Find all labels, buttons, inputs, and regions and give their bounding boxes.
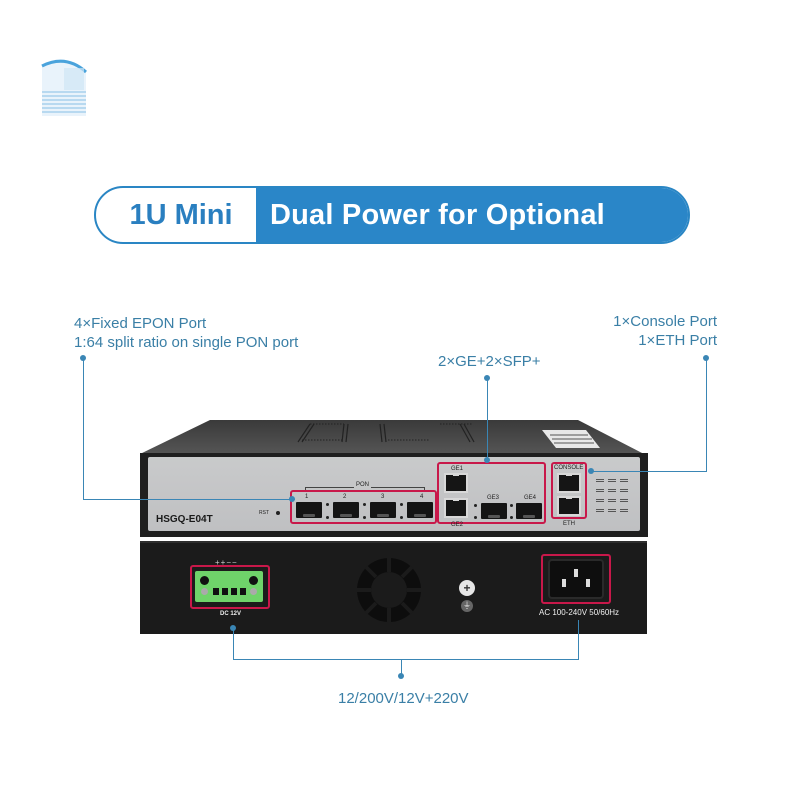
ge3-sfp-port[interactable] (481, 503, 507, 519)
ge4-label: GE4 (524, 495, 537, 501)
pon-led (326, 516, 329, 519)
pon-callout-line (83, 499, 295, 500)
ge3-label: GE3 (487, 495, 500, 501)
brand-logo-icon (41, 59, 88, 116)
callout-dot (703, 355, 709, 361)
pon-port-label-4: 4 (420, 494, 424, 500)
eth-label: ETH (563, 521, 575, 527)
uplink-ports-highlight (437, 462, 546, 524)
ground-symbol-icon: ⏚ (461, 600, 473, 612)
reset-button[interactable] (276, 511, 280, 515)
eth-port[interactable] (557, 496, 581, 516)
power-callout-line (233, 659, 579, 660)
console-callout-line (706, 358, 707, 472)
pon-ports-highlight (290, 490, 437, 524)
uplink-annotation: 2×GE+2×SFP+ (438, 353, 541, 370)
rst-label: RST (259, 510, 269, 516)
callout-dot (80, 355, 86, 361)
console-ports-highlight (551, 462, 587, 519)
ge2-port[interactable] (444, 498, 468, 518)
grounding-screw-icon: + (459, 580, 475, 596)
callout-dot (230, 625, 236, 631)
console-annotation: 1×Console Port 1×ETH Port (613, 312, 717, 350)
callout-dot (398, 673, 404, 679)
dc-input-highlight (190, 565, 270, 609)
ac-power-socket[interactable] (548, 559, 604, 599)
power-callout-line (578, 620, 579, 659)
dc-polarity-label: ++−− (215, 558, 238, 567)
uplink-led (510, 504, 513, 507)
pon-annotation-line1: 4×Fixed EPON Port (74, 315, 207, 332)
model-label: HSGQ-E04T (156, 514, 213, 525)
power-callout-line (233, 627, 234, 659)
ge4-sfp-port[interactable] (516, 503, 542, 519)
ac-input-highlight (541, 554, 611, 604)
pon-port-annotation: 4×Fixed EPON Port 1:64 split ratio on si… (74, 314, 298, 352)
uplink-callout-line (487, 378, 488, 462)
console-label: CONSOLE (554, 465, 584, 471)
pon-port-2[interactable] (333, 502, 359, 518)
ge1-label: GE1 (451, 466, 464, 472)
pon-port-1[interactable] (296, 502, 322, 518)
pon-port-3[interactable] (370, 502, 396, 518)
pon-port-label-3: 3 (381, 494, 385, 500)
pon-port-label-1: 1 (305, 494, 309, 500)
console-annotation-line2: 1×ETH Port (638, 332, 717, 349)
pon-group-label: PON (354, 482, 372, 488)
pon-port-4[interactable] (407, 502, 433, 518)
power-annotation: 12/200V/12V+220V (338, 690, 469, 707)
banner-form-factor: 1U Mini (129, 198, 233, 231)
status-led-panel (596, 479, 632, 519)
console-port[interactable] (557, 473, 581, 493)
pon-led (363, 516, 366, 519)
fan-vent-icon (357, 558, 421, 622)
uplink-led (474, 516, 477, 519)
pon-callout-line (83, 358, 84, 500)
pon-led (400, 503, 403, 506)
uplink-led (474, 504, 477, 507)
pon-led (363, 503, 366, 506)
dc-input-label: DC 12V (220, 611, 242, 617)
title-banner: 1U Mini Dual Power for Optional (94, 186, 690, 244)
ac-input-label: AC 100-240V 50/60Hz (539, 608, 620, 617)
power-callout-line (401, 659, 402, 675)
device-top-cover (140, 420, 644, 454)
ge1-port[interactable] (444, 473, 468, 493)
pon-port-label-2: 2 (343, 494, 347, 500)
callout-dot (289, 496, 295, 502)
callout-dot (484, 375, 490, 381)
banner-headline: Dual Power for Optional (256, 188, 688, 242)
uplink-led (510, 516, 513, 519)
console-annotation-line1: 1×Console Port (613, 313, 717, 330)
console-callout-line (590, 471, 707, 472)
ge2-label: GE2 (451, 522, 464, 528)
pon-led (400, 516, 403, 519)
pon-led (326, 503, 329, 506)
dc-terminal-block[interactable] (195, 571, 263, 602)
callout-dot (588, 468, 594, 474)
pon-annotation-line2: 1:64 split ratio on single PON port (74, 334, 299, 351)
callout-dot (484, 457, 490, 463)
